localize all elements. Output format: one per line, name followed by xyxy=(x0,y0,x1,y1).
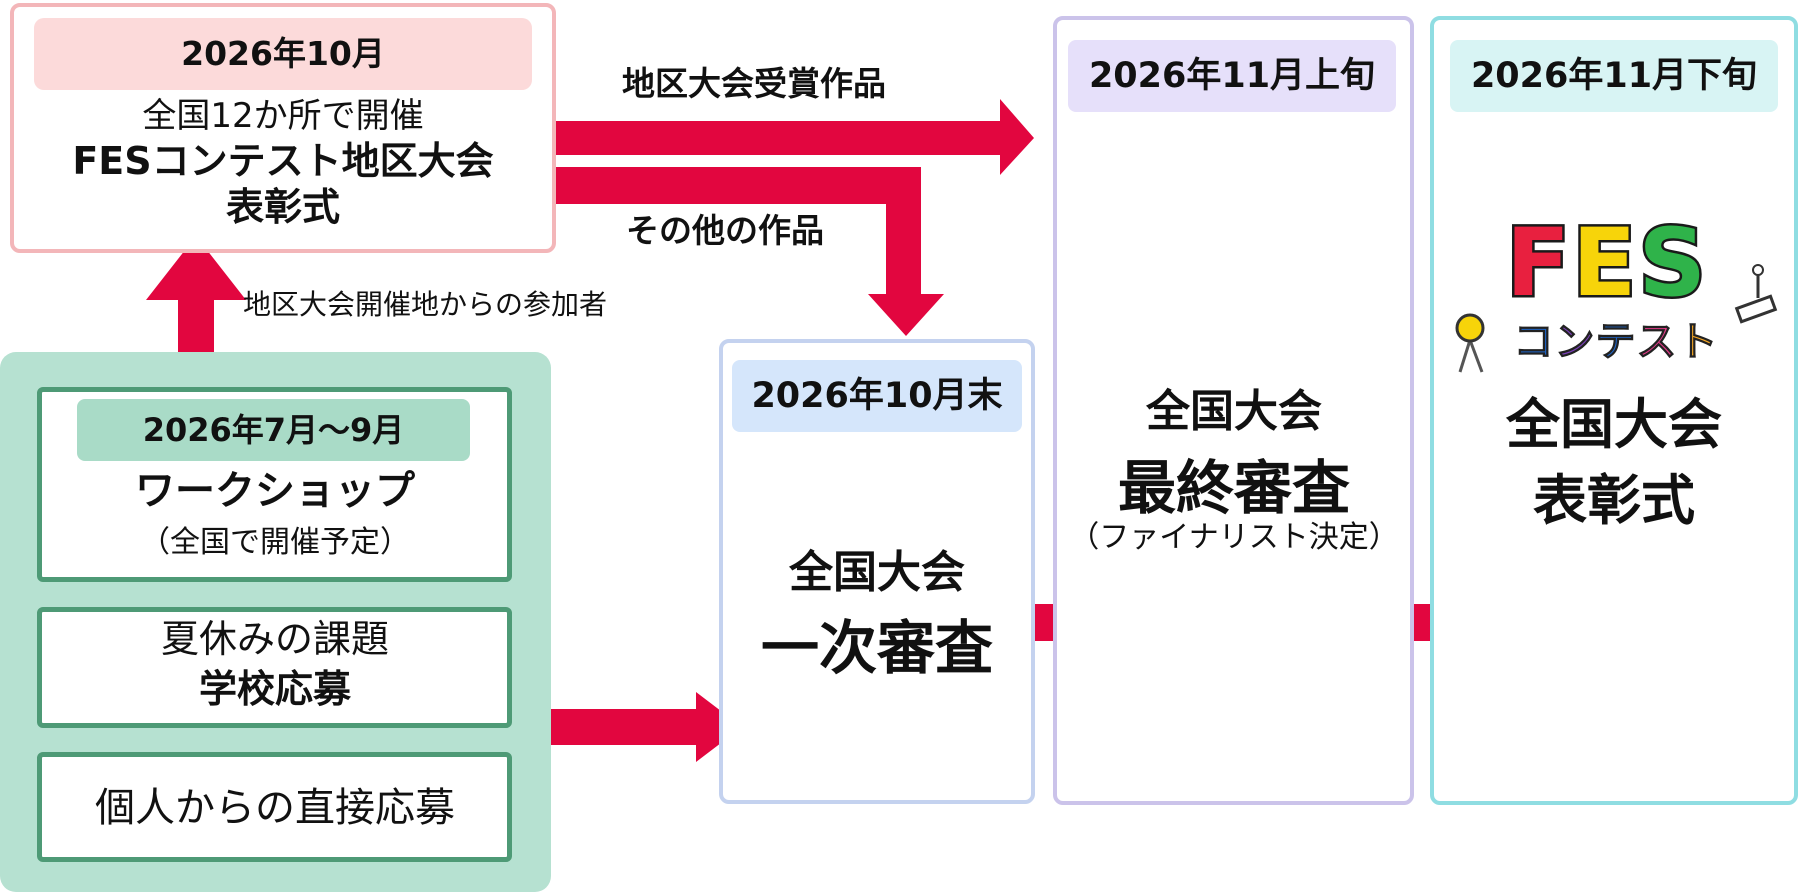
workshop-title: ワークショップ xyxy=(135,468,415,514)
final-screening-note: （ファイナリスト決定） xyxy=(1069,520,1399,555)
logo-sub-char: コ xyxy=(1513,319,1555,366)
fes-logo: FES xyxy=(1484,209,1730,318)
arrow-label-other-works: その他の作品 xyxy=(626,211,824,250)
arrow-label-award-works: 地区大会受賞作品 xyxy=(622,64,886,103)
summer-school-box xyxy=(37,607,512,728)
logo-sub-char: テ xyxy=(1595,319,1637,366)
arrow-up-participants xyxy=(146,236,246,362)
arrow-other-works xyxy=(556,167,944,336)
regional-line3: 表彰式 xyxy=(225,185,340,229)
final-screening-date: 2026年11月上旬 xyxy=(1068,40,1396,112)
workshop-note: （全国で開催予定） xyxy=(140,525,410,560)
awards-date: 2026年11月下旬 xyxy=(1450,40,1778,112)
regional-line1: 全国12か所で開催 xyxy=(142,96,424,136)
first-screening-date: 2026年10月末 xyxy=(732,360,1022,432)
logo-sub-char: ス xyxy=(1636,319,1678,366)
final-screening-box xyxy=(1053,16,1414,805)
arrow-label-participants: 地区大会開催地からの参加者 xyxy=(243,288,608,321)
arrow-to-first-screening xyxy=(542,692,742,762)
regional-date: 2026年10月 xyxy=(34,18,532,90)
logo-sub-char: ト xyxy=(1677,319,1719,366)
regional-line2: FESコンテスト地区大会 xyxy=(72,139,494,183)
final-screening-line2: 最終審査 xyxy=(1117,454,1350,522)
logo-sub-char: ン xyxy=(1554,319,1596,366)
logo-letter-s: S xyxy=(1636,209,1709,318)
logo-letter-e: E xyxy=(1570,209,1639,318)
national-awards-box xyxy=(1430,16,1798,805)
individual-entry-label: 個人からの直接応募 xyxy=(95,785,455,831)
medal-icon xyxy=(1455,313,1485,373)
final-screening-line1: 全国大会 xyxy=(1146,386,1322,437)
fes-logo-subtitle: コンテスト xyxy=(1496,318,1736,366)
summer-line2: 学校応募 xyxy=(198,667,351,711)
individual-entry-box xyxy=(37,752,512,862)
awards-line2: 表彰式 xyxy=(1533,469,1695,532)
awards-line1: 全国大会 xyxy=(1506,393,1722,456)
logo-letter-f: F xyxy=(1503,209,1573,318)
workshop-date: 2026年7月〜9月 xyxy=(77,399,470,461)
trophy-icon xyxy=(1734,264,1778,324)
first-screening-line2: 一次審査 xyxy=(760,614,993,682)
first-screening-line1: 全国大会 xyxy=(789,547,965,598)
arrow-award-works xyxy=(556,99,1034,175)
summer-line1: 夏休みの課題 xyxy=(160,617,389,661)
